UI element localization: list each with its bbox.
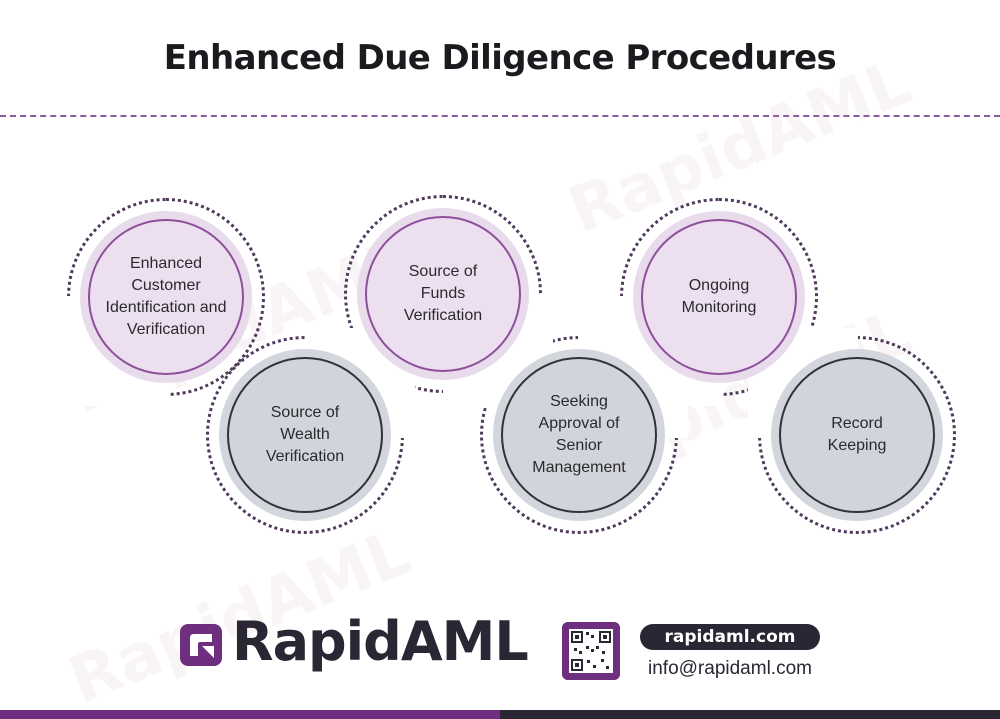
email-link[interactable]: info@rapidaml.com (648, 658, 812, 679)
brand-name: RapidAML (232, 610, 529, 673)
step-enhanced-customer-identification: Enhanced Customer Identification and Ver… (88, 219, 244, 375)
step-source-of-funds-verification: Source of Funds Verification (365, 216, 521, 372)
dashed-divider (0, 115, 1000, 117)
rapidaml-logo-icon (180, 624, 222, 666)
step-ongoing-monitoring: Ongoing Monitoring (641, 219, 797, 375)
step-label: Ongoing Monitoring (681, 277, 757, 316)
step-label: Seeking Approval of Senior Management (532, 393, 626, 476)
step-label: Record Keeping (827, 415, 887, 454)
step-seeking-approval-of-senior-management: Seeking Approval of Senior Management (501, 357, 657, 513)
qr-code-icon (562, 622, 620, 680)
step-label: Source of Wealth Verification (265, 404, 345, 465)
step-label: Source of Funds Verification (403, 263, 483, 324)
page-title: Enhanced Due Diligence Procedures (163, 38, 837, 78)
step-label: Enhanced Customer Identification and Ver… (105, 255, 227, 338)
footer-bar-purple (0, 710, 500, 719)
step-record-keeping: Record Keeping (779, 357, 935, 513)
website-link[interactable]: rapidaml.com (640, 624, 820, 650)
step-source-of-wealth-verification: Source of Wealth Verification (227, 357, 383, 513)
footer-bar-dark (500, 710, 1000, 719)
